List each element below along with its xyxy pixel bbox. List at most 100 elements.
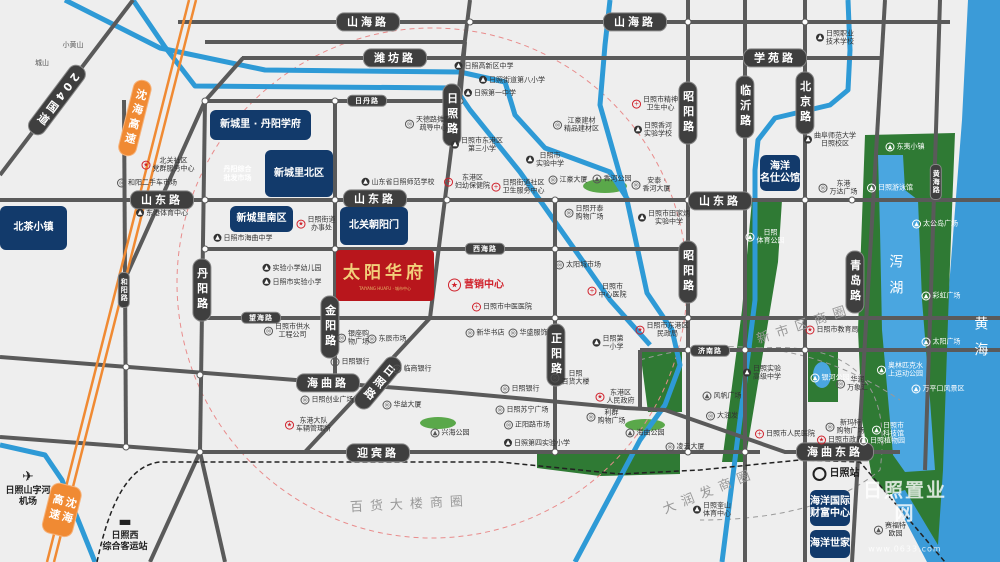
poi-item[interactable]: ★北关社区 党群服务中心 [141, 157, 195, 174]
park-poi[interactable]: ▲彩虹广场 [921, 291, 961, 301]
poi-item[interactable]: +日照市 中心医院 [587, 283, 627, 300]
poi-item[interactable]: ◎日照市供水 工程公司 [264, 323, 310, 340]
poi-item[interactable]: ★日照市政府 [817, 435, 863, 445]
poi-item[interactable]: ▲日照职业 技术学校 [816, 30, 854, 47]
poi-item[interactable]: ▲日照市实验小学 [262, 278, 322, 286]
poi-item[interactable]: ◎安泰 · 香河大厦 [631, 177, 671, 194]
poi-item[interactable]: ◎东辰市场 [367, 334, 407, 344]
poi-item[interactable]: ◎华盛服饰 [508, 328, 548, 338]
sales-center[interactable]: ★ 营销中心 [448, 278, 504, 292]
poi-item[interactable]: ▲山东省日照师范学校 [361, 177, 435, 186]
poi-item[interactable]: ▲日照市海曲中学 [213, 234, 273, 242]
project-3[interactable]: 新城里南区 [230, 206, 293, 232]
poi-item[interactable]: ◎华益大厦 [382, 400, 422, 410]
school-icon: ▲ [361, 177, 370, 186]
poi-item[interactable]: ▲东港体育中心 [136, 209, 188, 217]
poi-item[interactable]: ▲兴海公园 [430, 428, 470, 438]
poi-item[interactable]: ▲海曲公园 [625, 428, 665, 438]
poi-item[interactable]: +日照街道社区 卫生服务中心 [491, 178, 545, 196]
park-poi[interactable]: ▲日照植物园 [859, 436, 905, 446]
shop-icon: ◎ [818, 183, 828, 193]
poi-item[interactable]: ▲实验小学幼儿园 [262, 264, 322, 272]
park-poi[interactable]: ▲太阳广场 [921, 337, 961, 347]
poi-item[interactable]: ◎日照苏宁广场 [495, 405, 549, 415]
poi-item[interactable]: ◎东港 万达广场 [818, 180, 858, 197]
poi-item[interactable]: ▲风帆广场 [702, 391, 742, 401]
poi-item[interactable]: ◎银座购 物广场 [337, 330, 369, 347]
park-poi[interactable]: ▲银河公园 [810, 373, 850, 383]
poi-item[interactable]: ◎利群 购物广场 [586, 409, 626, 426]
park-poi[interactable]: ▲日照 体育公园 [745, 229, 785, 246]
poi-item[interactable]: ▲日照香河 实验学校 [634, 122, 672, 139]
poi-item[interactable]: +日照市人民医院 [755, 429, 815, 439]
poi-item[interactable]: ★东港大队 车辆管理所 [285, 417, 331, 434]
poi-item[interactable]: ▲香河公园 [592, 174, 632, 184]
poi-item[interactable]: ◎华润 万象汇 [836, 376, 868, 393]
park-poi[interactable]: ▲奥林匹克水 上运动公园 [877, 362, 923, 379]
project-2[interactable]: 丹阳综合 批发市场 [210, 150, 265, 197]
park-poi[interactable]: ▲日照市 科技馆 [872, 422, 904, 439]
poi-item[interactable]: ◎江豪大厦 [548, 175, 588, 185]
project-6[interactable]: 海洋 名仕公馆 [760, 155, 800, 191]
poi-item[interactable]: ★日照市教育局 [805, 325, 859, 335]
poi-item[interactable]: ◎大润发 [706, 411, 738, 421]
poi-item[interactable]: ◎太阳城市场 [555, 260, 601, 270]
poi-item[interactable]: ◎天德路摊贩 疏导中心 [405, 116, 451, 133]
poi-item[interactable]: ▲日照市东港区 第三小学 [451, 137, 503, 154]
poi-item[interactable]: ▲日照奎山 体育中心 [693, 502, 731, 519]
park-poi[interactable]: ▲万平口风景区 [911, 384, 965, 394]
poi-item[interactable]: ▲日照市 实验中学 [526, 152, 564, 169]
mountain-label: 小黄山 [62, 40, 84, 49]
poi-item[interactable]: ★东港区 人民政府 [595, 389, 635, 406]
poi-item[interactable]: ◎日照银行 [330, 357, 370, 367]
park-icon: ▲ [911, 384, 921, 394]
poi-item[interactable]: ◎临商银行 [392, 364, 432, 374]
poi-item[interactable]: ▲曲阜师范大学 日照校区 [804, 132, 856, 149]
poi-item[interactable]: +日照市精神 卫生中心 [632, 96, 678, 113]
poi-item[interactable]: ▲日照高新区中学 [454, 62, 514, 70]
poi-item[interactable]: ◎和阳二手车市场 [117, 178, 177, 188]
poi-item[interactable]: ▲赛福特 欧园 [874, 522, 906, 539]
poi-item[interactable]: ▲日照实验 高级中学 [743, 365, 781, 382]
project-7[interactable]: 海洋国际 财富中心 [810, 490, 850, 526]
poi-item[interactable]: ▲日照第 一小学 [592, 335, 624, 352]
park-poi[interactable]: ▲东夷小镇 [885, 142, 925, 152]
train-station[interactable]: 日照站 [812, 467, 860, 481]
poi-item[interactable]: ◎日照开泰 购物广场 [564, 205, 604, 222]
poi-item[interactable]: ◎正阳路市场 [504, 420, 550, 430]
poi-item[interactable]: +日照市中医医院 [472, 302, 532, 312]
project-4[interactable]: 北关朝阳门 [340, 207, 408, 245]
poi-item[interactable]: +东港区 妇幼保健院 [444, 174, 490, 191]
park-poi[interactable]: ▲太公岛广场 [912, 219, 958, 229]
hospital-icon: + [444, 177, 453, 187]
featured-project-taiyang-huafu[interactable]: 太阳华府 TAIYANG HUAFU · 城市中心 [336, 250, 434, 301]
poi-name: 临商银行 [403, 364, 432, 373]
poi-item[interactable]: ▲日照第一中学 [464, 89, 516, 97]
poi-item[interactable]: ◎江豪建材 精品建材区 [553, 117, 599, 134]
project-name: 丹阳综合 批发市场 [223, 165, 252, 182]
airport[interactable]: ✈日照山字河 机场 [5, 469, 50, 507]
poi-item[interactable]: ◎日照创业广场 [300, 395, 354, 405]
poi-item[interactable]: ▲日照第四实验小学 [504, 439, 570, 447]
poi-name: 日照街道社区 卫生服务中心 [502, 178, 545, 195]
poi-item[interactable]: ★日照市东港区 民政局 [635, 322, 689, 339]
project-1[interactable]: 新城里北区 [265, 150, 333, 197]
poi-item[interactable]: ◎日照 百货大楼 [550, 370, 590, 387]
project-5[interactable]: 北茶小镇 [0, 206, 67, 250]
shop-icon: ◎ [553, 120, 562, 130]
project-8[interactable]: 海洋世家 [810, 530, 850, 558]
project-0[interactable]: 新城里 · 丹阳学府 [210, 110, 311, 140]
poi-item[interactable]: ◎新玛特 购物广场 [825, 419, 865, 436]
road-label: 山东路 [688, 191, 752, 211]
poi-item[interactable]: ◎日照银行 [500, 384, 540, 394]
park-poi[interactable]: ▲日照游泳馆 [867, 183, 913, 193]
road-label: 山东路 [343, 189, 407, 209]
poi-item[interactable]: ◎凌云大厦 [665, 442, 705, 452]
poi-item[interactable]: ▲日照市田家炳 实验中学 [638, 210, 690, 227]
poi-item[interactable]: ◎新华书店 [465, 328, 505, 338]
poi-name: 东港区 妇幼保健院 [455, 173, 490, 190]
poi-item[interactable]: ▲日照街道第八小学 [479, 76, 545, 84]
bus-station[interactable]: ▬日照西 综合客运站 [102, 514, 147, 552]
poi-item[interactable]: ★日照街道 办事处 [296, 216, 336, 233]
